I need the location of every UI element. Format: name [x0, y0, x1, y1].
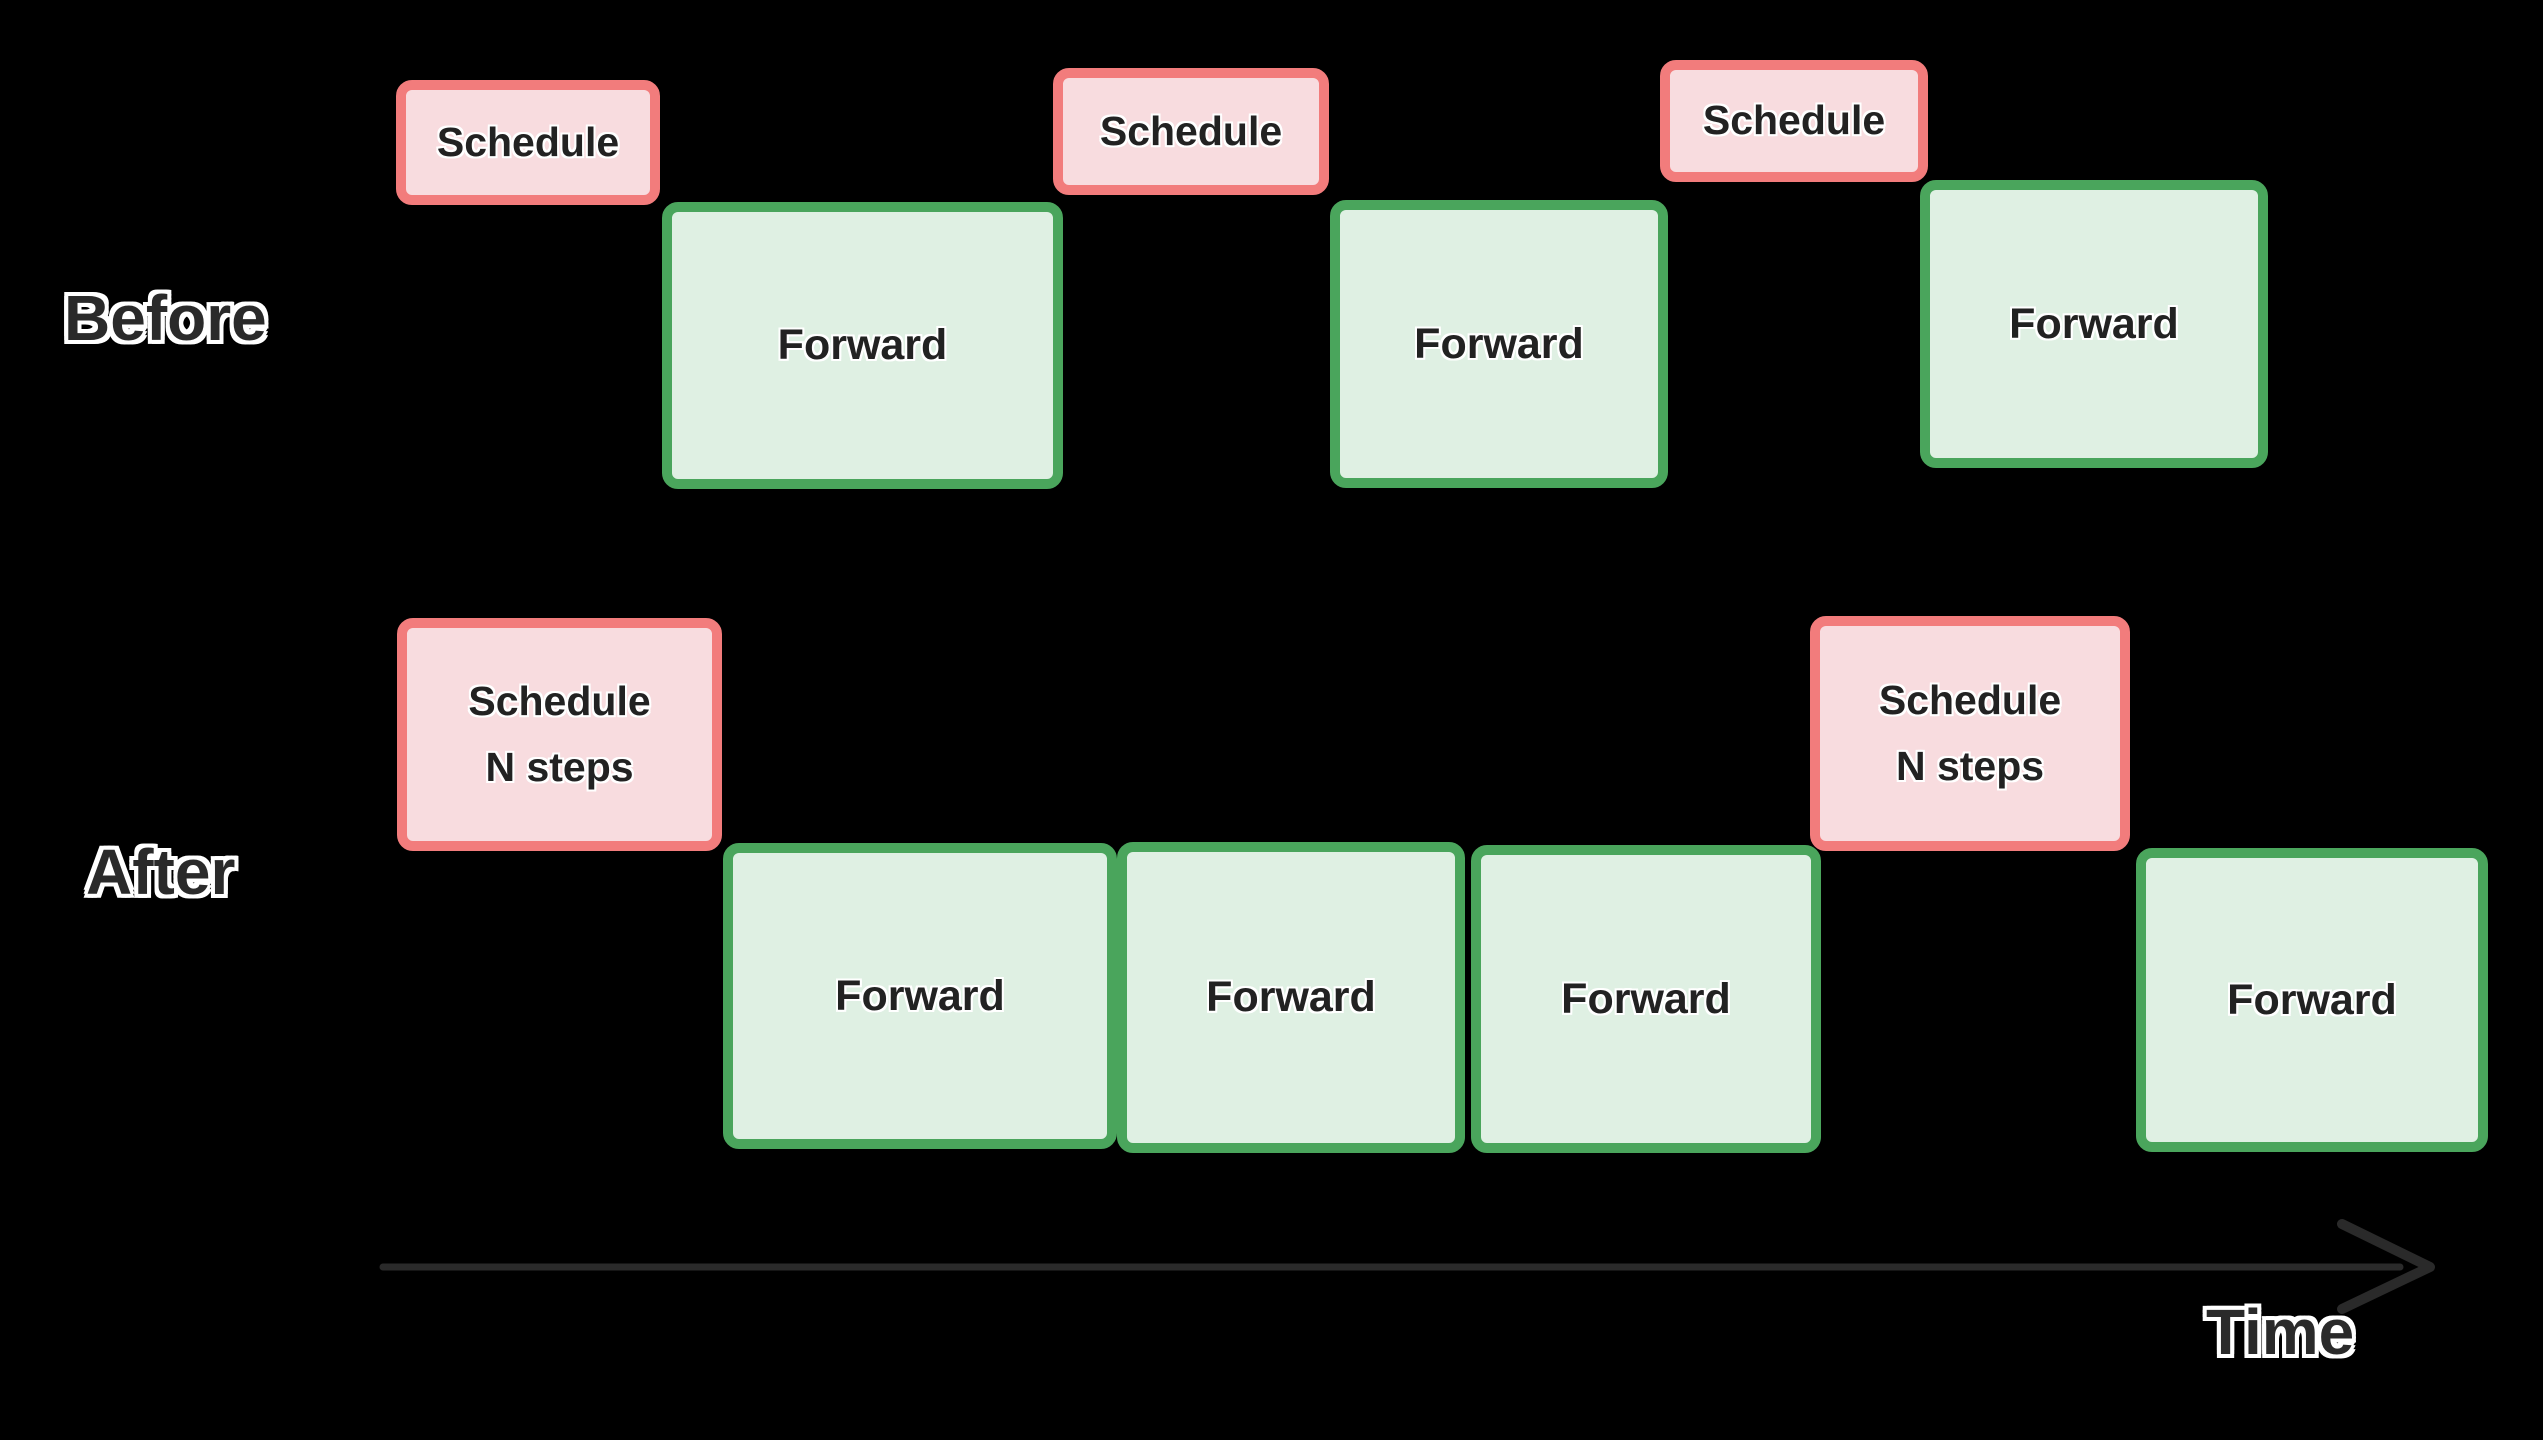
forward-block-label: Forward: [1561, 974, 1731, 1023]
schedule-block-label: Schedule: [1099, 107, 1283, 154]
forward-block-label: Forward: [1414, 319, 1584, 368]
forward-block-label: Forward: [777, 321, 948, 370]
before-schedule-block-1: Schedule: [396, 80, 660, 205]
before-forward-block-3: Forward: [1920, 180, 2268, 468]
after-forward-block-1: Forward: [723, 843, 1117, 1149]
schedule-block-label: Schedule: [468, 677, 651, 724]
after-forward-block-4: Forward: [2136, 848, 2488, 1152]
schedule-block-sublabel: N steps: [1895, 742, 2045, 789]
schedule-block-label: Schedule: [436, 118, 620, 165]
before-schedule-block-2: Schedule: [1053, 68, 1329, 195]
after-forward-block-2: Forward: [1117, 842, 1465, 1153]
forward-block-label: Forward: [2009, 299, 2179, 348]
after-forward-block-3: Forward: [1471, 845, 1821, 1153]
schedule-block-label: Schedule: [1702, 97, 1886, 144]
schedule-block-sublabel: N steps: [485, 743, 634, 790]
row-label-before: Before: [64, 282, 267, 354]
after-schedule-n-steps-block-1: Schedule N steps: [397, 618, 722, 851]
after-schedule-n-steps-block-2: Schedule N steps: [1810, 616, 2130, 851]
before-forward-block-1: Forward: [662, 202, 1063, 489]
schedule-block-label: Schedule: [1878, 676, 2062, 723]
time-axis-label: Time: [2206, 1296, 2355, 1368]
before-forward-block-2: Forward: [1330, 200, 1668, 488]
forward-block-label: Forward: [2227, 975, 2397, 1024]
before-schedule-block-3: Schedule: [1660, 60, 1928, 182]
row-label-after: After: [86, 836, 236, 908]
forward-block-label: Forward: [835, 971, 1005, 1020]
forward-block-label: Forward: [1206, 973, 1376, 1022]
